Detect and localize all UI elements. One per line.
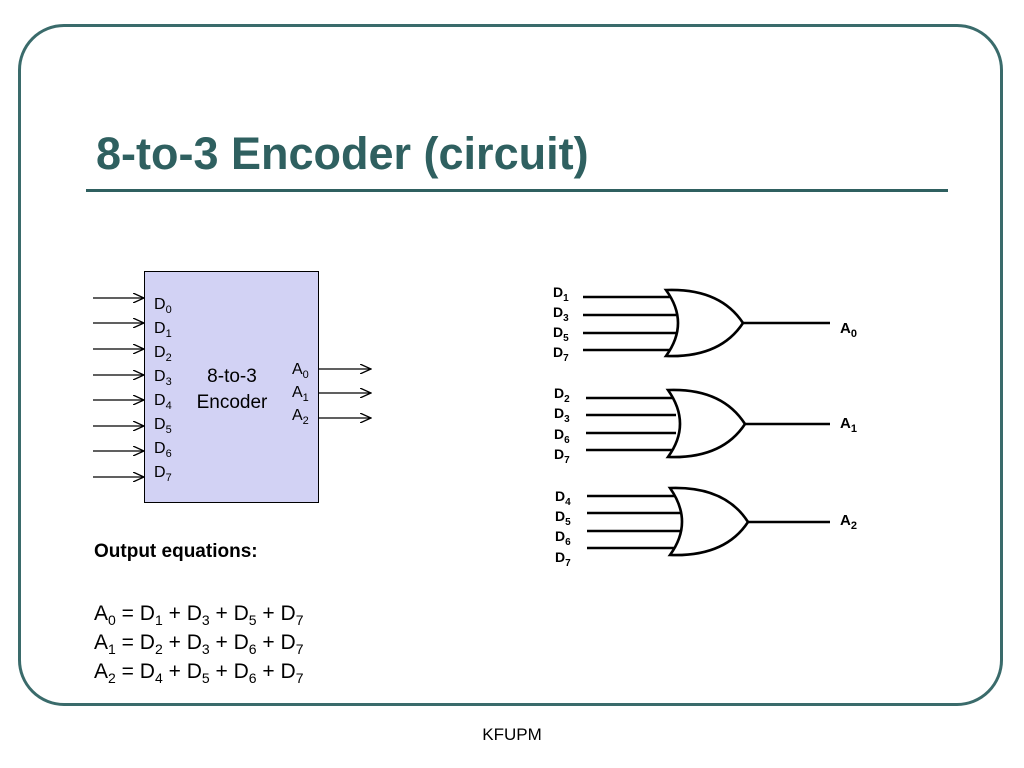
title-underline	[86, 189, 948, 192]
equation-line: A0 = D1 + D3 + D5 + D7	[94, 602, 304, 629]
gate-input-label: D7	[555, 549, 571, 569]
slide-frame	[18, 24, 1003, 706]
encoder-name-line1: 8-to-3	[207, 366, 257, 387]
encoder-input-label: D0	[154, 296, 172, 317]
encoder-input-label: D1	[154, 320, 172, 341]
gate-input-label: D5	[555, 508, 571, 528]
encoder-name-line2: Encoder	[196, 392, 268, 413]
gate-input-label: D5	[553, 324, 569, 344]
or-gate-a0	[663, 288, 745, 358]
gate-output-label: A1	[840, 415, 857, 435]
gate-input-label: D1	[553, 284, 569, 304]
encoder-input-label: D4	[154, 392, 172, 413]
encoder-input-label: D7	[154, 464, 172, 485]
encoder-output-label: A0	[292, 361, 309, 382]
encoder-input-label: D3	[154, 368, 172, 389]
encoder-name: 8-to-3 Encoder	[186, 364, 278, 416]
slide-title: 8-to-3 Encoder (circuit)	[96, 128, 589, 179]
footer-text: KFUPM	[482, 725, 542, 744]
or-gate-a2	[667, 486, 750, 557]
encoder-input-label: D5	[154, 416, 172, 437]
encoder-output-label: A2	[292, 407, 309, 428]
gate-input-label: D6	[554, 426, 570, 446]
encoder-input-label: D2	[154, 344, 172, 365]
or-gate-a1	[665, 388, 747, 459]
encoder-output-label: A1	[292, 384, 309, 405]
gate-input-label: D7	[553, 344, 569, 364]
equation-line: A1 = D2 + D3 + D6 + D7	[94, 631, 304, 658]
gate-input-label: D3	[554, 405, 570, 425]
gate-input-label: D7	[554, 446, 570, 466]
equations-heading: Output equations:	[94, 541, 258, 562]
equation-line: A2 = D4 + D5 + D6 + D7	[94, 660, 304, 687]
gate-input-label: D3	[553, 304, 569, 324]
gate-input-label: D4	[555, 488, 571, 508]
encoder-input-label: D6	[154, 440, 172, 461]
gate-output-label: A0	[840, 320, 857, 340]
gate-input-label: D2	[554, 385, 570, 405]
gate-output-label: A2	[840, 512, 857, 532]
encoder-block	[144, 271, 319, 503]
gate-input-label: D6	[555, 528, 571, 548]
